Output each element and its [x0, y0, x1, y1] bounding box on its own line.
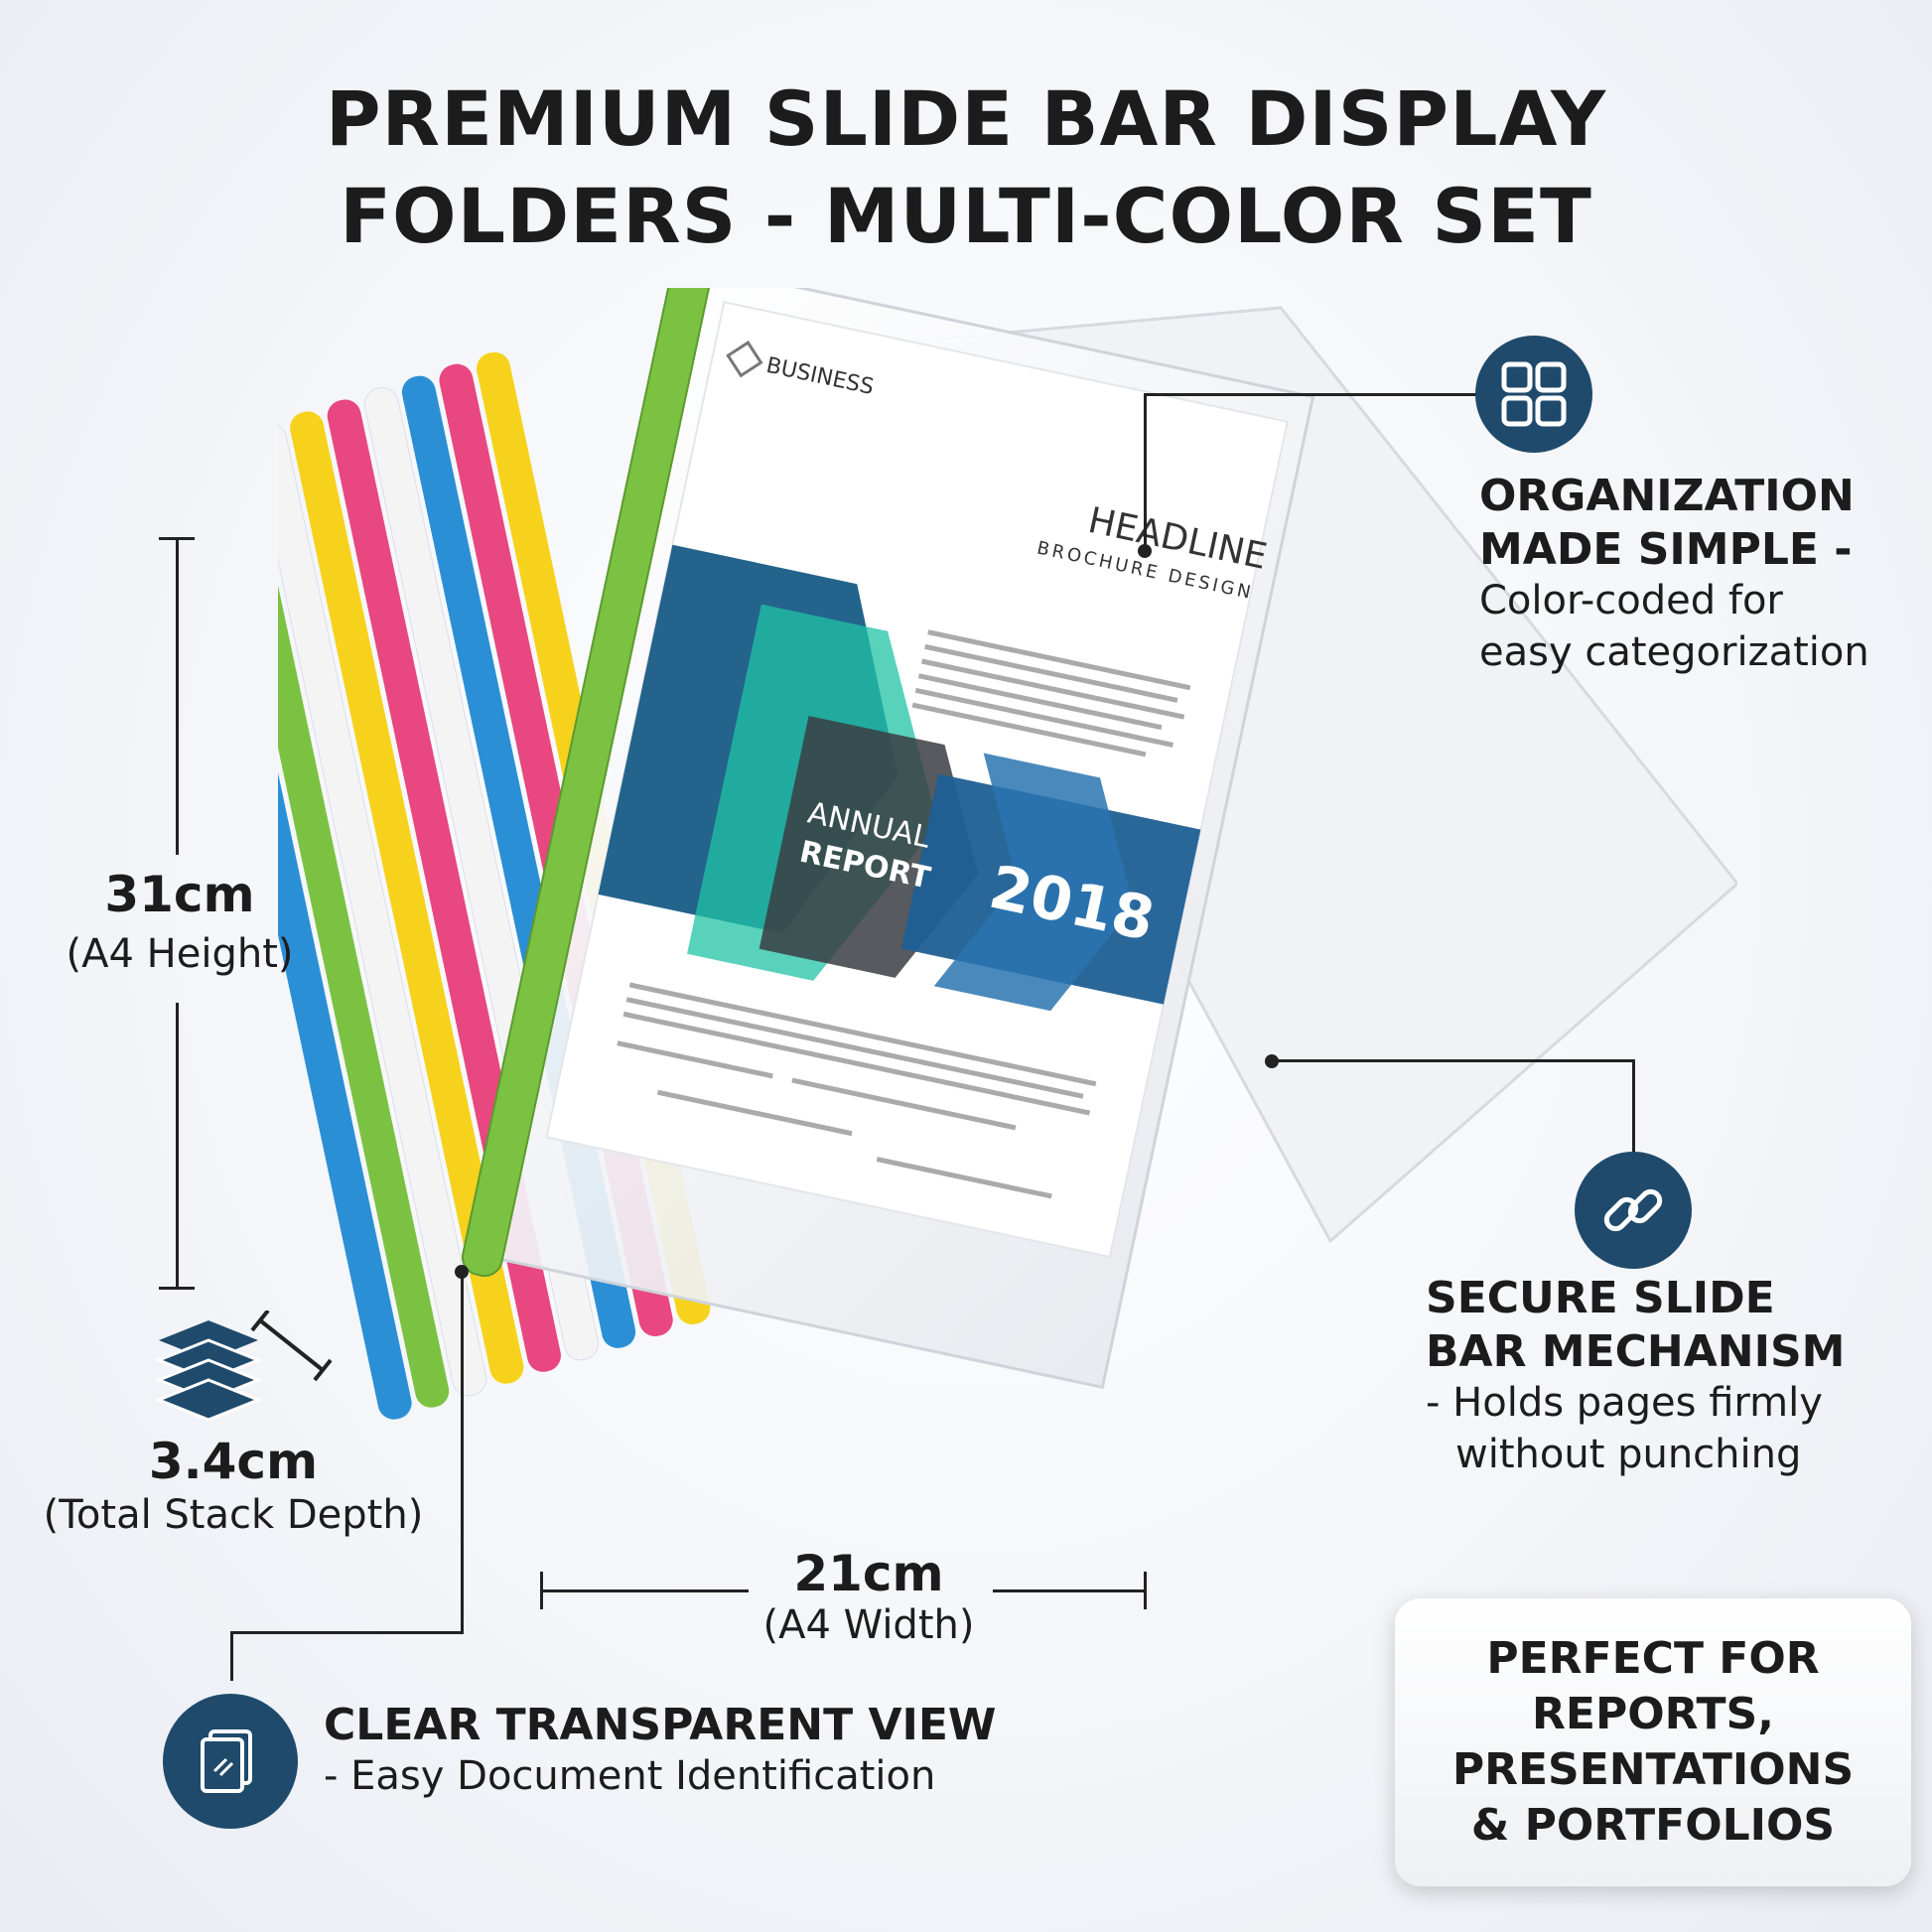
height-value: 31cm [104, 866, 255, 923]
secure-callout-line-v [1632, 1059, 1635, 1154]
organization-heading-1: ORGANIZATION [1479, 471, 1855, 521]
secure-callout-line-h [1271, 1059, 1634, 1062]
organization-badge [1475, 336, 1592, 453]
bar-white [278, 422, 487, 1397]
organization-callout-line-v [1144, 393, 1147, 548]
height-line-bottom [176, 1003, 179, 1289]
organization-text-1: Color-coded for [1479, 578, 1783, 623]
promo-line-4: & PORTFOLIOS [1470, 1800, 1836, 1851]
promo-line-2: REPORTS, [1532, 1689, 1774, 1739]
organization-text-2: easy categorization [1479, 629, 1869, 675]
width-value: 21cm [793, 1545, 944, 1602]
green-slide-bar [462, 288, 715, 1278]
secure-text-2: without punching [1455, 1432, 1802, 1477]
secure-heading-1: SECURE SLIDE [1426, 1273, 1775, 1323]
clear-callout-line-v2 [230, 1631, 233, 1681]
promo-line-3: PRESENTATIONS [1451, 1744, 1855, 1795]
height-label: (A4 Height) [66, 931, 294, 977]
bar-blue [278, 447, 412, 1420]
height-line-top [176, 537, 179, 855]
bar-green [278, 435, 450, 1408]
clear-callout-line-v [461, 1271, 464, 1633]
height-cap-bottom [159, 1287, 195, 1290]
secure-heading-2: BAR MECHANISM [1426, 1326, 1846, 1377]
depth-label: (Total Stack Depth) [43, 1492, 424, 1538]
document-icon [201, 1729, 252, 1793]
promo-box: PERFECT FOR REPORTS, PRESENTATIONS & POR… [1395, 1598, 1911, 1886]
grid-icon [1501, 361, 1567, 427]
promo-line-1: PERFECT FOR [1486, 1633, 1820, 1684]
width-label: (A4 Width) [762, 1602, 975, 1648]
clear-badge [163, 1694, 298, 1829]
width-line-left [540, 1589, 749, 1592]
front-folder: BUSINESS HEADLINE BROCHURE DESIGN ANNUAL… [462, 288, 1315, 1390]
clear-callout-line-h [230, 1631, 464, 1634]
page-title-line-1: PREMIUM SLIDE BAR DISPLAY [325, 74, 1607, 163]
width-cap-right [1144, 1572, 1147, 1609]
organization-callout-line-h [1144, 393, 1481, 396]
page-title-line-2: FOLDERS - MULTI-COLOR SET [340, 172, 1592, 260]
organization-callout-dot [1138, 544, 1152, 558]
width-line-right [993, 1589, 1146, 1592]
stack-layers-icon [154, 1311, 333, 1422]
clear-heading: CLEAR TRANSPARENT VIEW [324, 1700, 997, 1750]
bar-yellow [290, 411, 524, 1384]
link-icon [1603, 1188, 1663, 1232]
folder-product-image: BUSINESS HEADLINE BROCHURE DESIGN ANNUAL… [278, 288, 1737, 1420]
secure-text-1: - Holds pages firmly [1426, 1380, 1823, 1426]
organization-heading-2: MADE SIMPLE - [1479, 524, 1853, 575]
depth-value: 3.4cm [148, 1433, 319, 1490]
secure-badge [1575, 1152, 1692, 1269]
clear-text: - Easy Document Identification [324, 1753, 936, 1799]
